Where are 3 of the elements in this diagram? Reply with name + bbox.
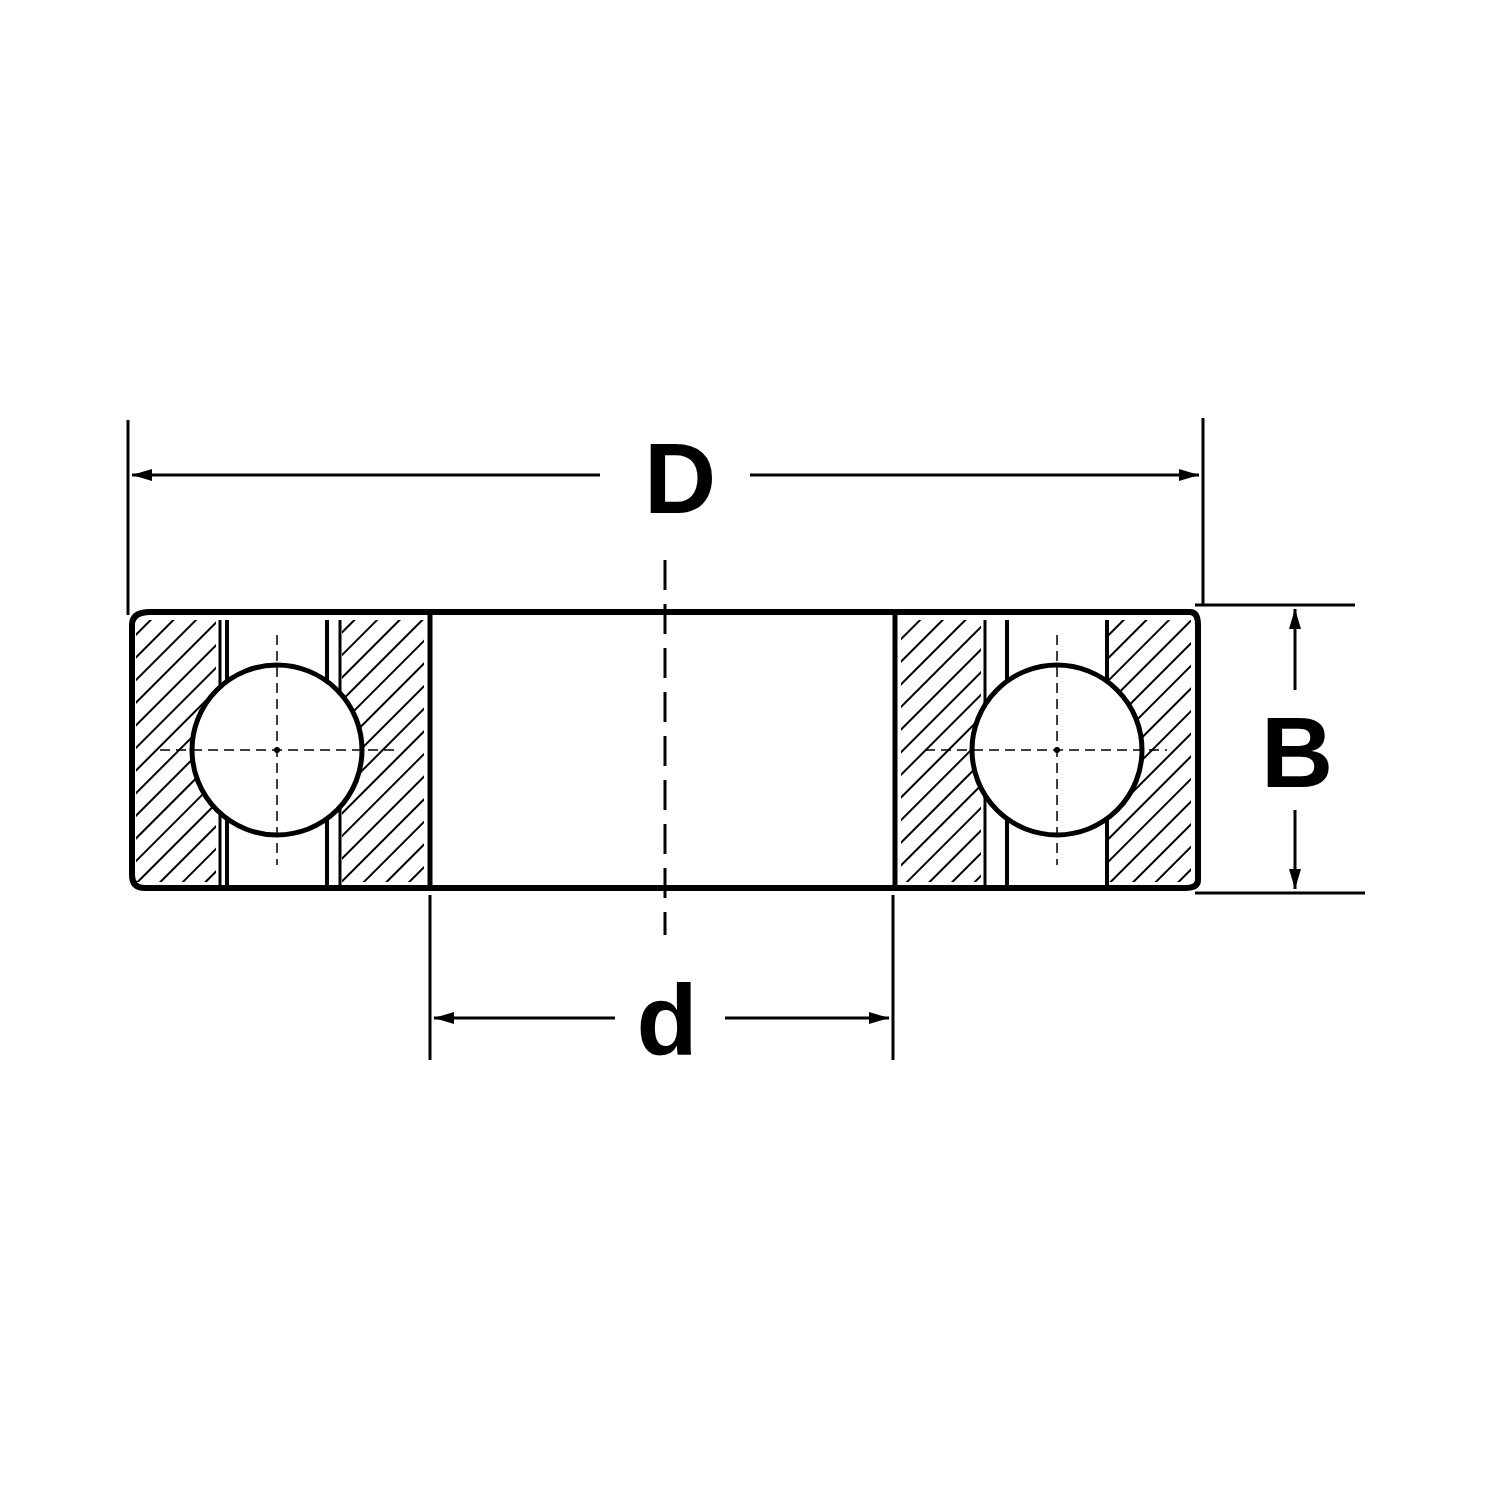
- dimension-label: B: [1260, 702, 1334, 802]
- dimension-label: D: [643, 428, 717, 528]
- dimension-label: d: [636, 970, 698, 1070]
